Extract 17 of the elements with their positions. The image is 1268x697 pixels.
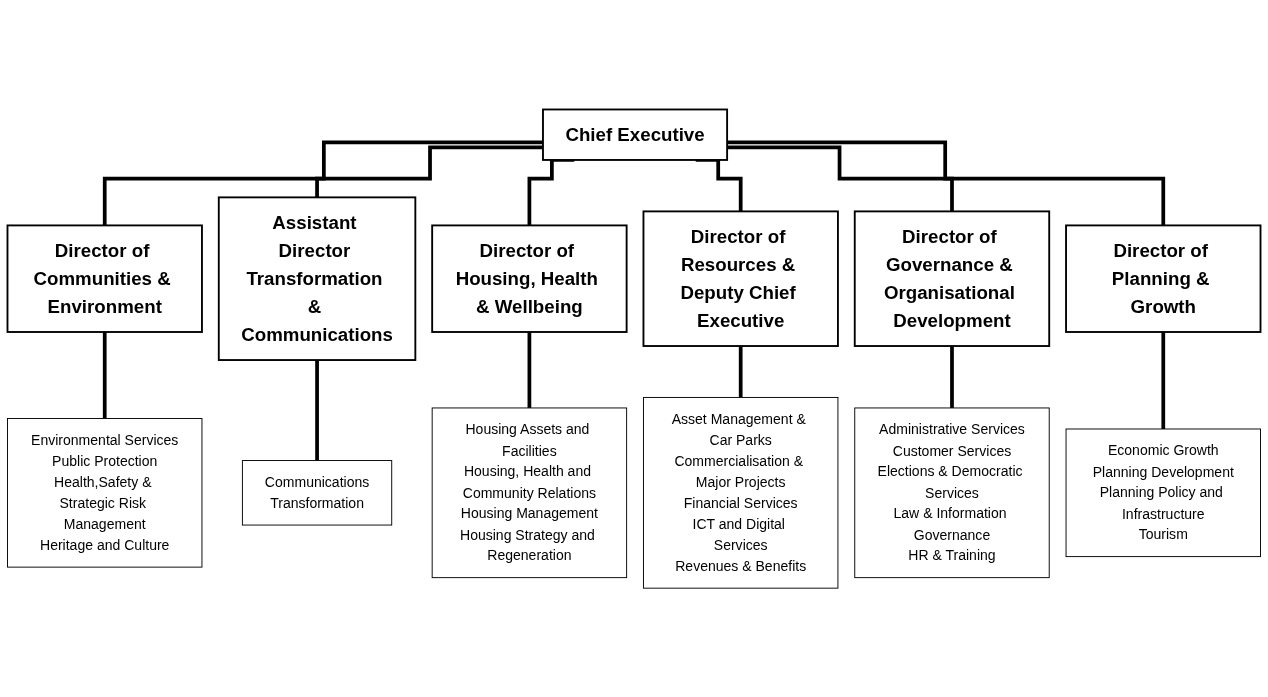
connector (727, 145, 954, 213)
node-box: Environmental Services Public Protection Health,Safety & Strategic Risk Management Heritage and Culture (7, 417, 203, 568)
node-box: Communications Transformation (241, 459, 393, 526)
node-box: Director of Housing, Health & Wellbeing (431, 224, 628, 333)
connector (727, 140, 1166, 227)
node-box: Assistant Director Transformation & Communications (217, 196, 417, 361)
node-box: Economic Growth Planning Development Planning Policy and Infrastructure Tourism (1065, 428, 1261, 557)
node-box: Director of Planning & Growth (1065, 224, 1262, 333)
connector (102, 140, 543, 227)
node-box: Asset Management & Car Parks Commercialisation & Major Projects Financial Services ICT and Digital Services Revenues & Benefits (643, 396, 839, 589)
node-box: Administrative Services Customer Services Elections & Democratic Services Law & Information Governance HR & Training (854, 407, 1050, 578)
node-box: Director of Governance & Organisational Development (853, 210, 1051, 347)
node-box: Director of Communities & Environment (6, 224, 203, 333)
node-box: Housing Assets and Facilities Housing, Health and Community Relations Housing Management Housing Strategy and Regeneration (431, 407, 628, 578)
connector (315, 145, 543, 199)
node-box: Director of Resources & Deputy Chief Executive (642, 210, 839, 347)
node-box: Chief Executive (542, 108, 729, 161)
